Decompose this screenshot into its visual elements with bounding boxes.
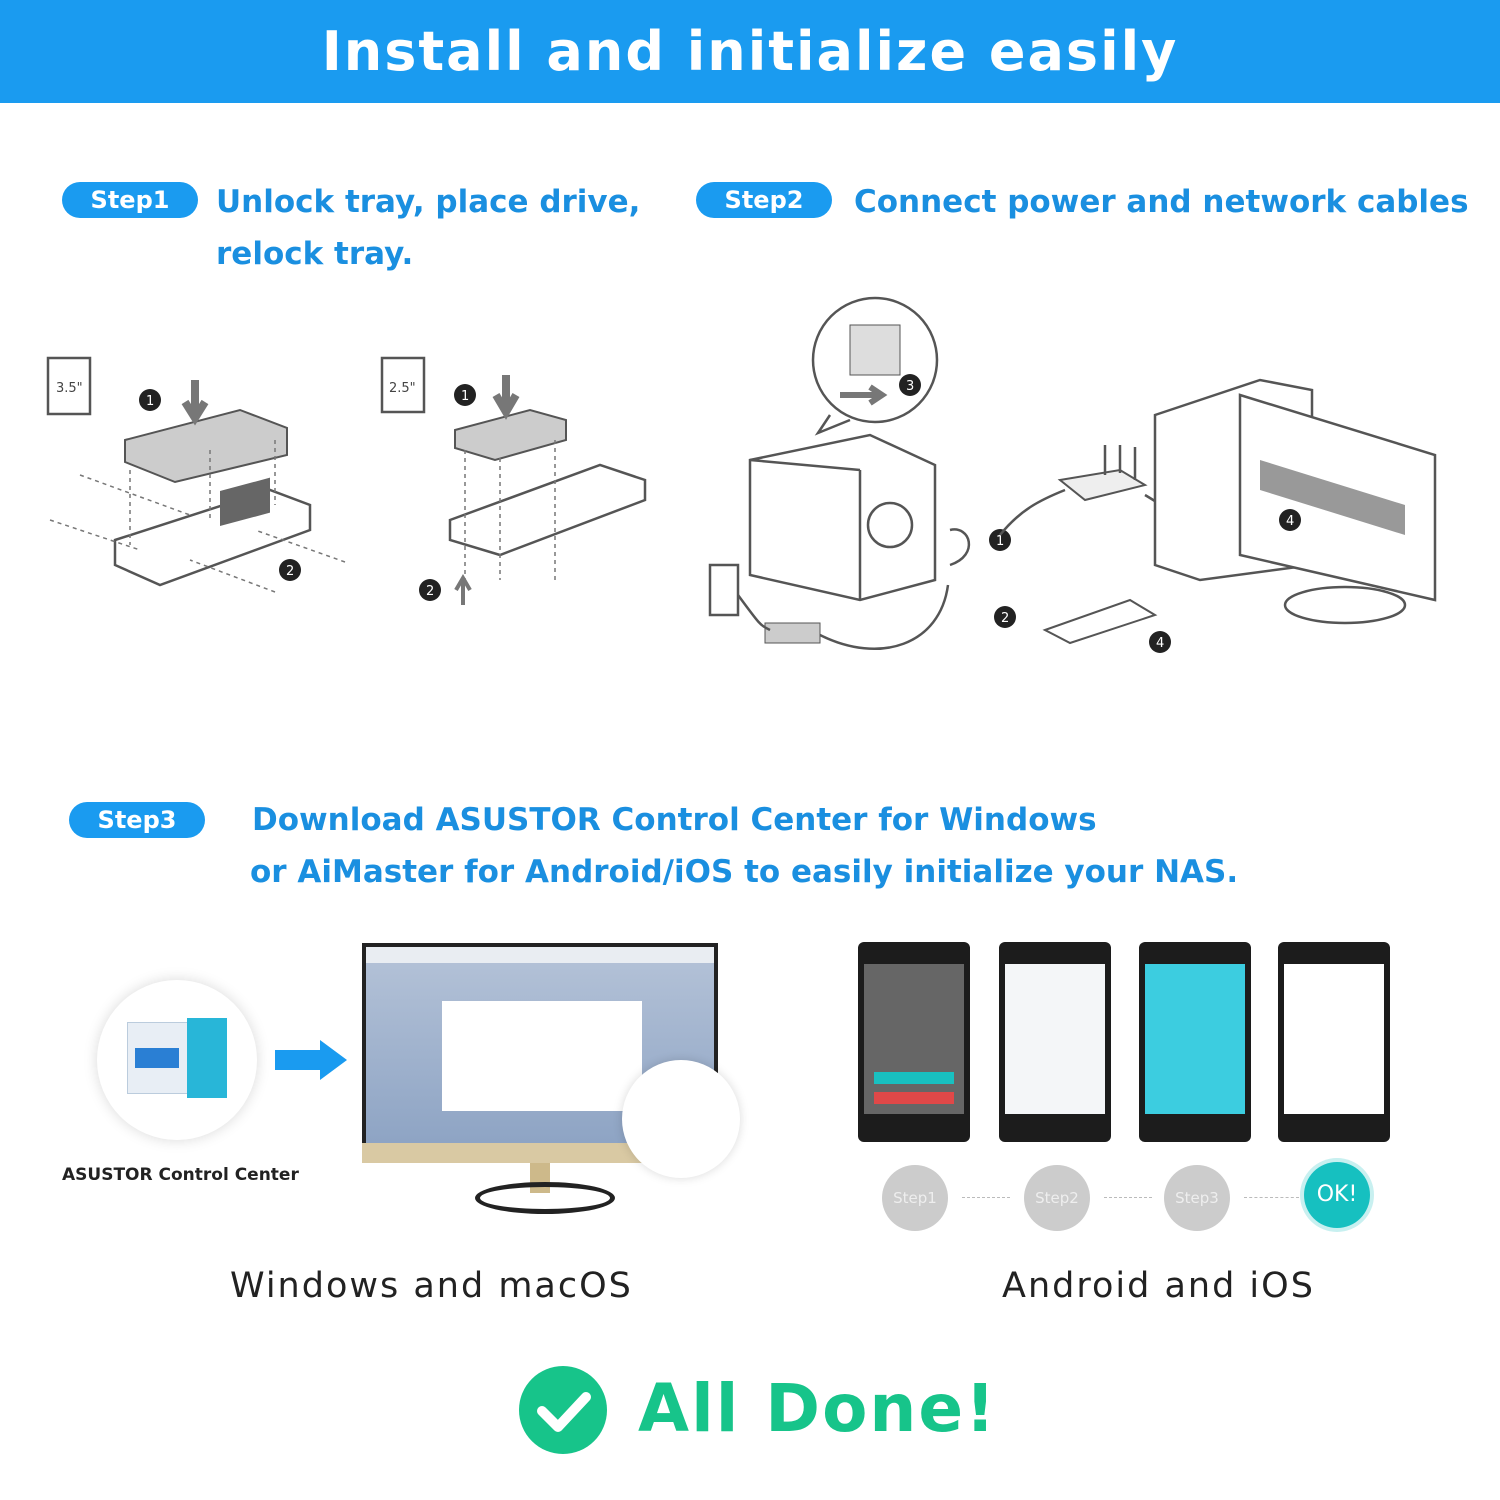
phone-screen-4 <box>1278 942 1390 1142</box>
hard-drive-3-5 <box>124 408 288 484</box>
up-arrow-icon <box>454 574 472 605</box>
flow-ok: OK! <box>1304 1162 1370 1228</box>
step1-text: Unlock tray, place drive, relock tray. <box>216 176 640 280</box>
step2-badge: Step2 <box>696 182 832 218</box>
drive-tray-2 <box>448 463 647 557</box>
marker-2 <box>279 559 301 581</box>
svg-text:4: 4 <box>1286 514 1294 529</box>
step1-text-line2: relock tray. <box>216 236 414 272</box>
right-arrow-icon <box>275 1040 347 1080</box>
svg-text:4: 4 <box>1156 636 1164 651</box>
svg-text:1: 1 <box>461 389 469 404</box>
flow-step-2: Step2 <box>1024 1165 1090 1231</box>
header-banner: Install and initialize easily <box>0 0 1500 103</box>
cable-connection-illustration: 3 1 2 4 4 <box>708 296 1437 653</box>
drive-2-5-icon: 2.5" <box>380 356 426 414</box>
phone-screen-1 <box>858 942 970 1142</box>
svg-text:1: 1 <box>996 534 1004 549</box>
svg-text:3: 3 <box>906 379 914 394</box>
flow-step-3: Step3 <box>1164 1165 1230 1231</box>
setup-options-callout <box>622 1060 740 1178</box>
step3-badge: Step3 <box>69 802 205 838</box>
page-title: Install and initialize easily <box>321 20 1179 83</box>
nas-device <box>748 433 937 602</box>
phone-screen-2 <box>999 942 1111 1142</box>
step3-text-line1: Download ASUSTOR Control Center for Wind… <box>252 802 1097 838</box>
desktop-caption: Windows and macOS <box>230 1266 633 1306</box>
step3-text: Download ASUSTOR Control Center for Wind… <box>250 794 1239 898</box>
marker-1 <box>454 384 476 406</box>
svg-text:2: 2 <box>286 564 294 579</box>
down-arrow-icon <box>181 380 209 426</box>
power-adapter-icon <box>764 622 821 644</box>
step1-badge: Step1 <box>62 182 198 218</box>
drive-3-5-icon: 3.5" <box>46 356 92 416</box>
flow-step-1: Step1 <box>882 1165 948 1231</box>
mobile-caption: Android and iOS <box>1002 1266 1315 1306</box>
svg-text:2: 2 <box>426 584 434 599</box>
mobile-device-icon <box>1042 598 1158 645</box>
check-circle-icon <box>519 1366 607 1454</box>
svg-text:1: 1 <box>146 394 154 409</box>
svg-text:2: 2 <box>1001 611 1009 626</box>
step1-text-line1: Unlock tray, place drive, <box>216 184 641 220</box>
mobile-setup-flow: Step1 Step2 Step3 OK! <box>882 1162 1402 1231</box>
app-label: ASUSTOR Control Center <box>62 1165 299 1185</box>
marker-1 <box>139 389 161 411</box>
hard-drive-2-5 <box>454 408 567 462</box>
power-outlet-icon <box>708 563 740 617</box>
step2-text: Connect power and network cables <box>854 184 1469 220</box>
marker-2 <box>419 579 441 601</box>
all-done-text: All Done! <box>638 1370 998 1447</box>
drive-label-2-5: 2.5" <box>389 381 416 396</box>
phone-screen-3 <box>1139 942 1251 1142</box>
down-arrow-icon <box>492 375 520 420</box>
zoom-callout <box>811 296 939 424</box>
monitor-icon <box>1238 393 1437 625</box>
drive-tray-illustration: 3.5" 2.5" 1 2 1 2 <box>46 356 647 605</box>
control-center-app-icon <box>97 980 257 1140</box>
drive-label-3-5: 3.5" <box>56 381 83 396</box>
monitor-base <box>475 1182 615 1214</box>
step3-text-line2: or AiMaster for Android/iOS to easily in… <box>250 854 1239 890</box>
router-icon <box>1057 445 1148 502</box>
